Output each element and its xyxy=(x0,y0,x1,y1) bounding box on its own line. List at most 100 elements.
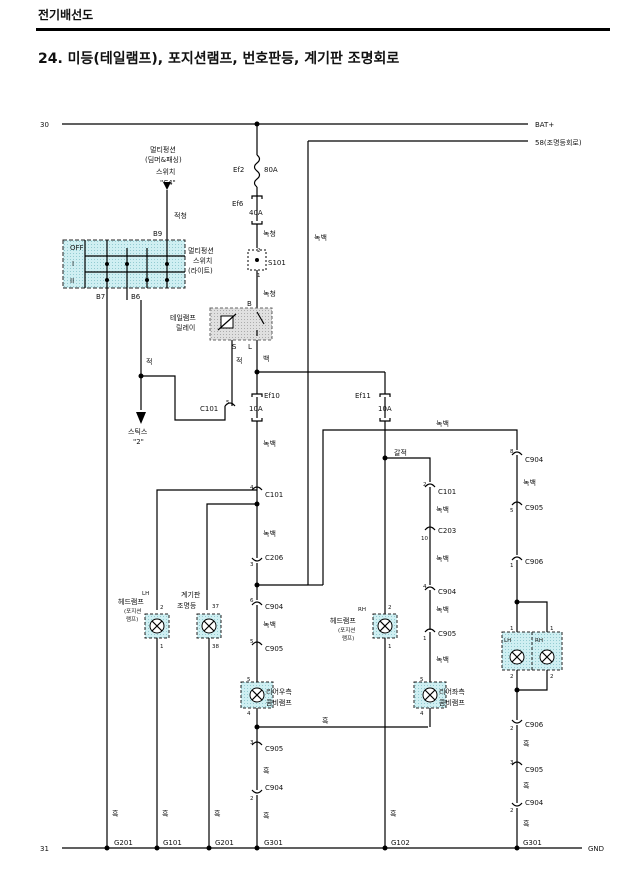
lh-head-label-1: LH xyxy=(142,591,149,597)
wire-to-instrument xyxy=(206,503,257,610)
conn-c904-r xyxy=(424,586,436,591)
switch-pos-2: II xyxy=(70,277,74,285)
fuse-ef6-rating: 40A xyxy=(249,209,263,217)
conn-c203-r xyxy=(424,526,436,531)
plate-pin-bot-r: 2 xyxy=(550,674,554,680)
rear-r-pin-bot: 4 xyxy=(247,711,251,717)
switch-side-3: (라이트) xyxy=(188,266,213,275)
conn-c905-r xyxy=(424,628,436,633)
fuse-ef6-label: Ef6 xyxy=(232,200,244,208)
c905-a-pin: 5 xyxy=(250,639,254,645)
ground-g201a: G201 xyxy=(114,839,133,847)
ground-g301a-dot xyxy=(254,845,260,851)
splice-s101-box xyxy=(247,249,267,271)
fuse-ef10-rating: 10A xyxy=(249,405,263,413)
relay-label-2: 릴레이 xyxy=(176,323,195,332)
plate-lh-lamp-x xyxy=(511,651,523,663)
conn-c905-rr2 xyxy=(511,761,523,766)
wire-label-black4: 흑 xyxy=(112,809,119,818)
switch-pos-1: I xyxy=(72,260,74,268)
ground-g201b: G201 xyxy=(215,839,234,847)
multifunction-switch-box xyxy=(62,239,186,289)
wire-label-black8: 흑 xyxy=(523,739,530,748)
rear-l-pin-top: 5 xyxy=(420,677,424,683)
conn-c904-rr xyxy=(511,451,523,456)
wire-label-black6: 흑 xyxy=(214,809,221,818)
c904-rr-label: C904 xyxy=(525,456,544,464)
fuse-ef11-label: Ef11 xyxy=(355,392,371,400)
wire-label-red: 적청 xyxy=(174,211,187,220)
switch-contact-1 xyxy=(105,262,109,266)
c101-b-pin: 4 xyxy=(250,485,254,491)
gnd-label: GND xyxy=(588,845,604,853)
rail-30-label: 30 xyxy=(40,121,49,129)
plate-rh-lamp-x xyxy=(541,651,553,663)
relay-contact xyxy=(256,311,265,336)
switch-contact-2 xyxy=(125,262,129,266)
c906-rr2-pin: 2 xyxy=(510,726,514,732)
rh-pin-bot: 1 xyxy=(388,644,392,650)
c101-r-pin: 2 xyxy=(423,482,427,488)
wire-label-black9: 흑 xyxy=(523,781,530,790)
rear-r-label-2: 콤비램프 xyxy=(266,698,292,707)
switch-arrow-icon xyxy=(163,182,171,190)
c203-r-label: C203 xyxy=(438,527,456,535)
ground-g201a-dot xyxy=(104,845,110,851)
wire-label-gw4: 녹백 xyxy=(523,478,536,487)
rear-r-pin-top: 5 xyxy=(247,677,251,683)
wire-label-gw3: 녹백 xyxy=(263,620,276,629)
plate-pin-top-r: 1 xyxy=(550,626,554,632)
lh-headlamp-x xyxy=(151,620,163,632)
c906-rr-pin: 1 xyxy=(510,563,514,569)
rh-pin-top: 2 xyxy=(388,605,392,611)
switch-side-2: 스위치 xyxy=(193,256,212,265)
ground-g301b-dot xyxy=(514,845,520,851)
switch-label-3: 스위치 xyxy=(156,167,175,176)
rh-head-label-3: (포지션 xyxy=(338,626,355,634)
s101-pin1: 1 xyxy=(257,273,261,279)
plate-pin-top-l: 1 xyxy=(510,626,514,632)
wire-label-gw-c904: 녹백 xyxy=(436,605,449,614)
ground-g101: G101 xyxy=(163,839,182,847)
fuse-ef2-rating: 80A xyxy=(264,166,278,174)
switch-contact-3 xyxy=(165,262,169,266)
c101-a-pin: 5 xyxy=(226,400,230,406)
lh-pin-bot: 1 xyxy=(160,644,164,650)
c905-r-label: C905 xyxy=(438,630,456,638)
rear-l-label-2: 콤비램프 xyxy=(439,698,465,707)
rear-right-lamp-x xyxy=(251,689,263,701)
conn-c905-b xyxy=(251,741,263,746)
instrument-lamp-x xyxy=(203,620,215,632)
section-header: 전기배선도 xyxy=(38,8,94,22)
c101-b-label: C101 xyxy=(265,491,283,499)
stalk-label-1: 스틱스 xyxy=(128,427,148,436)
c206-pin: 3 xyxy=(250,562,254,568)
switch-side-1: 멀티펑션 xyxy=(188,246,214,255)
c904-a-label: C904 xyxy=(265,603,284,611)
wire-label-gw-top: 녹백 xyxy=(436,419,449,428)
c905-a-label: C905 xyxy=(265,645,283,653)
conn-c904-a xyxy=(251,601,263,606)
rear-left-lamp-x xyxy=(424,689,436,701)
c904-b-pin: 2 xyxy=(250,796,254,802)
conn-c905-a xyxy=(251,641,263,646)
plate-lh-label: LH xyxy=(504,638,511,644)
rail-31-label: 31 xyxy=(40,845,49,853)
relay-coil-diag xyxy=(217,313,237,331)
c203-r-pin: 10 xyxy=(421,536,428,542)
fuse-ef10-top xyxy=(251,393,263,397)
wire-label-green-red: 녹청 xyxy=(263,230,276,238)
wire-label-white: 백 xyxy=(263,354,269,363)
lh-head-label-2: 헤드램프 xyxy=(118,597,144,606)
relay-pin-l: L xyxy=(248,343,252,351)
wire-to-c101-r xyxy=(385,457,431,482)
junction-plate-bot xyxy=(514,687,520,693)
conn-c904-rr2 xyxy=(511,802,523,807)
ground-g201b-dot xyxy=(206,845,212,851)
c206-label: C206 xyxy=(265,554,284,562)
rh-head-label-4: 램프) xyxy=(342,635,354,642)
switch-pos-off: OFF xyxy=(70,244,84,252)
s101-label: S101 xyxy=(268,259,286,267)
switch-pin-b7: B7 xyxy=(96,293,105,301)
